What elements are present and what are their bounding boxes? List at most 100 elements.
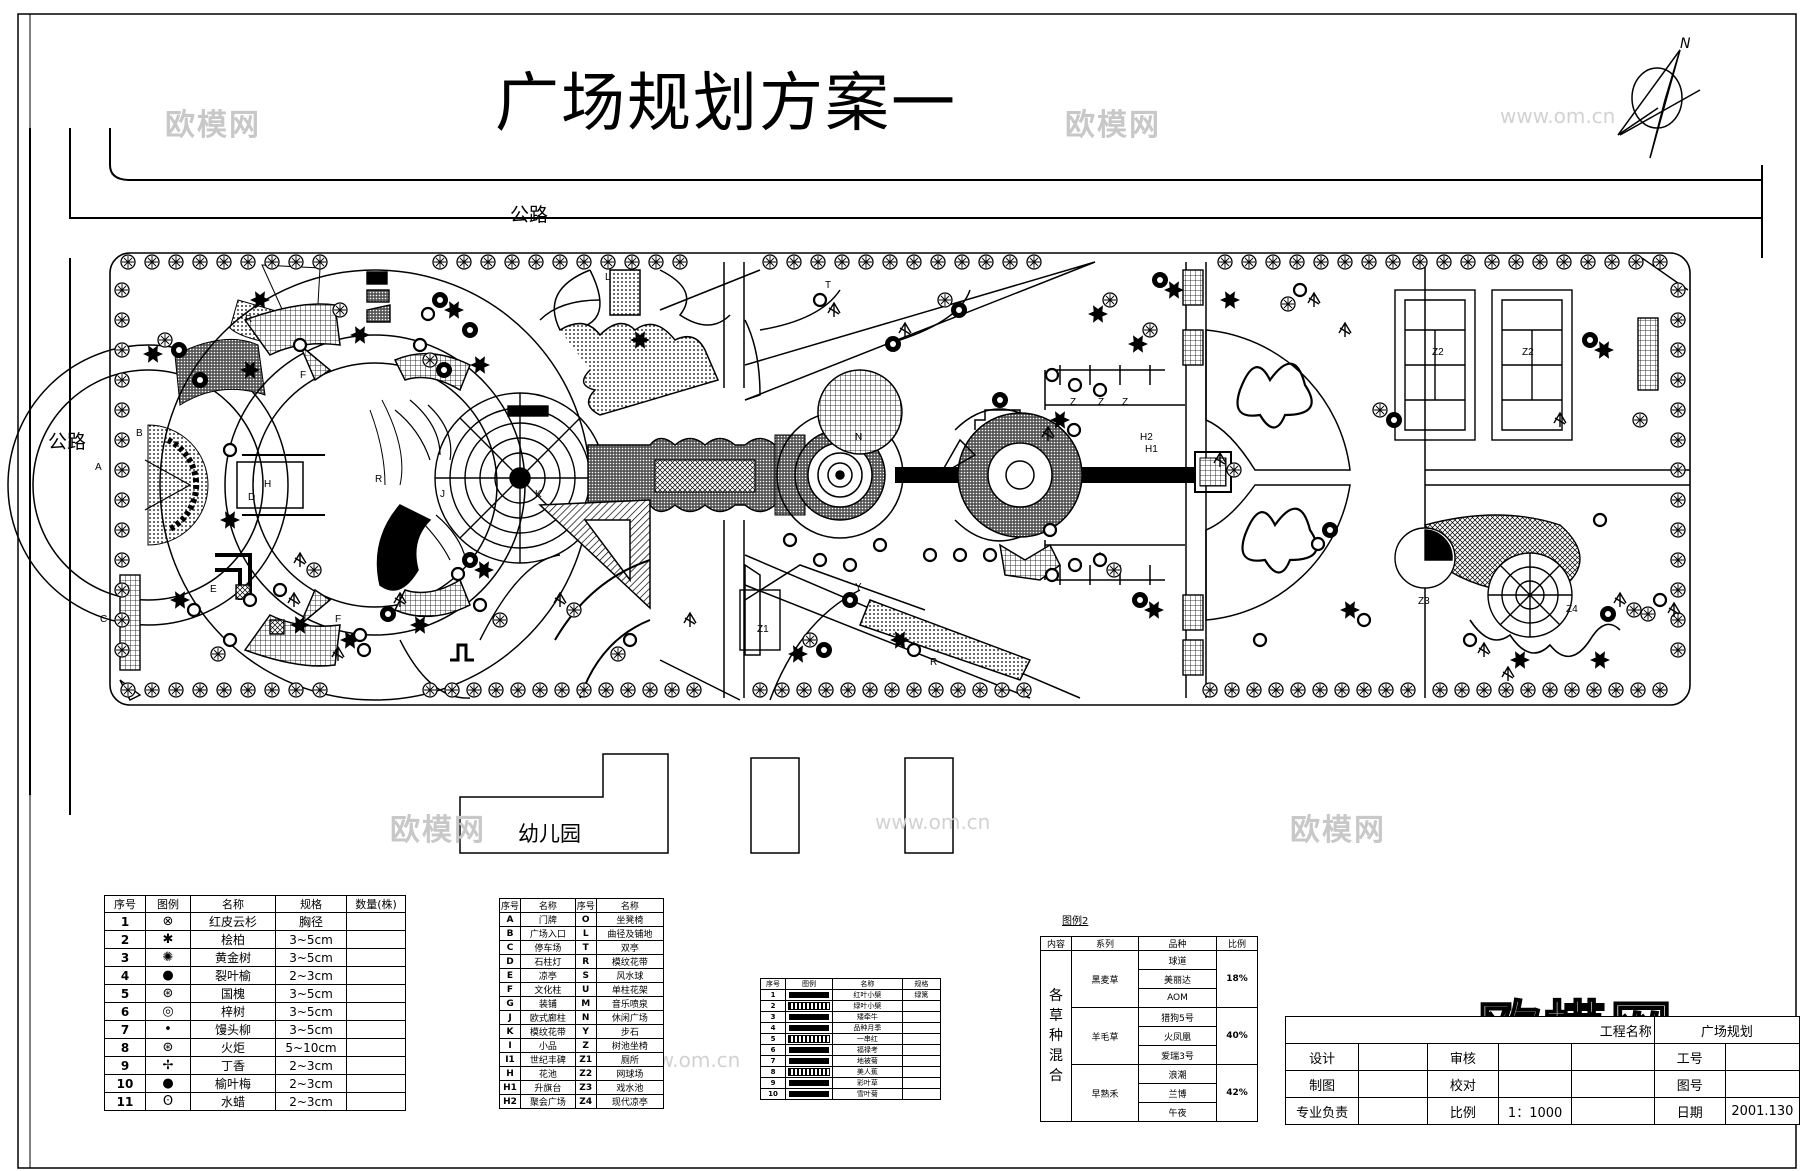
tree-symbol-icon xyxy=(114,312,130,328)
tree-symbol-icon xyxy=(352,627,368,643)
row-number: 2 xyxy=(760,1000,786,1012)
water-play-area xyxy=(1394,514,1621,658)
design-label: 设计 xyxy=(1284,1043,1360,1071)
review-label: 审核 xyxy=(1426,1043,1499,1071)
tree-symbol-icon xyxy=(683,611,697,627)
tree-symbol-icon xyxy=(576,682,592,698)
table-row: 1⊗红皮云杉胸径 xyxy=(104,912,406,931)
tree-symbol-icon xyxy=(412,337,428,353)
tree-symbol-icon xyxy=(842,592,858,608)
scale-value: 1：1000 xyxy=(1497,1097,1573,1125)
column-header: 序号 xyxy=(760,978,786,990)
pattern-swatch-icon xyxy=(789,992,829,998)
plant-spec: 3~5cm xyxy=(275,948,347,967)
tree-symbol-icon xyxy=(1608,682,1624,698)
code: A xyxy=(498,912,522,927)
tree-symbol-icon xyxy=(216,682,232,698)
tree-symbol-icon xyxy=(356,642,372,658)
tree-symbol-icon xyxy=(1400,682,1416,698)
plan-marker-label: B xyxy=(136,428,143,439)
gathering-plaza xyxy=(937,365,1185,585)
amphitheatre xyxy=(434,392,606,564)
title-block: 工程名称 广场规划 设计 审核 工号 制图 校对 图号 专业负责 比例 1：10… xyxy=(1284,1016,1800,1125)
column-header: 名称 xyxy=(832,978,903,990)
plant-spec: 胸径 xyxy=(275,912,347,931)
tree-symbol-icon xyxy=(818,682,834,698)
grass-content: 各草种混合 xyxy=(1040,950,1072,1122)
pattern-swatch-icon xyxy=(788,1002,830,1010)
tree-symbol-icon xyxy=(380,606,396,622)
table-header-row: 内容系列品种比例 xyxy=(1040,936,1258,951)
code: H2 xyxy=(498,1094,522,1109)
tree-symbol-icon xyxy=(1265,254,1281,270)
tree-symbol-icon xyxy=(120,254,136,270)
tree-symbol-icon xyxy=(114,432,130,448)
tree-symbol-icon xyxy=(1088,305,1108,323)
plant-count xyxy=(346,1074,406,1093)
tree-symbol-icon xyxy=(114,582,130,598)
tree-symbol-icon xyxy=(480,254,496,270)
tree-symbol-icon xyxy=(1670,552,1686,568)
legend-symbol-icon: ⊛ xyxy=(145,984,191,1003)
tennis-courts xyxy=(1394,289,1573,441)
code-name: 网球场 xyxy=(595,1066,665,1081)
plan-marker-label: Y xyxy=(855,582,862,593)
date-value: 2001.130 xyxy=(1724,1097,1800,1125)
column-header: 名称 xyxy=(190,895,276,913)
plan-marker-label: C xyxy=(100,614,107,625)
code: I xyxy=(498,1038,522,1053)
tree-symbol-icon xyxy=(937,292,953,308)
tree-symbol-icon xyxy=(1580,254,1596,270)
tree-symbol-icon xyxy=(1128,335,1148,353)
plan-marker-label: J xyxy=(440,489,445,500)
tree-symbol-icon xyxy=(1224,682,1240,698)
tree-symbol-icon xyxy=(222,632,238,648)
plan-marker-label: R xyxy=(930,657,937,668)
tree-symbol-icon xyxy=(1670,282,1686,298)
south-buildings xyxy=(459,753,954,854)
code-name: 休闲广场 xyxy=(595,1010,665,1025)
tree-symbol-icon xyxy=(332,302,348,318)
table-header-row: 序号图例名称规格 xyxy=(760,978,942,990)
plant-spec: 3~5cm xyxy=(275,1020,347,1039)
tree-symbol-icon xyxy=(240,254,256,270)
tree-symbol-icon xyxy=(168,682,184,698)
tree-symbol-icon xyxy=(168,254,184,270)
legend-symbol-icon: ◎ xyxy=(145,1002,191,1021)
tree-symbol-icon xyxy=(1670,492,1686,508)
tree-symbol-icon xyxy=(1501,665,1515,681)
tree-symbol-icon xyxy=(906,642,922,658)
plan-marker-label: F xyxy=(300,370,306,381)
tree-symbol-icon xyxy=(1280,296,1296,312)
swatch-icon xyxy=(785,1044,833,1056)
tree-symbol-icon xyxy=(1026,254,1042,270)
tree-symbol-icon xyxy=(1582,332,1598,348)
tree-symbol-icon xyxy=(842,557,858,573)
tree-symbol-icon xyxy=(293,551,307,567)
tree-symbol-icon xyxy=(810,254,826,270)
tree-symbol-icon xyxy=(600,254,616,270)
code-name: 坐凳椅 xyxy=(595,912,665,927)
tree-symbol-icon xyxy=(1334,682,1350,698)
plant-count xyxy=(346,912,406,931)
plant-name: 榆叶梅 xyxy=(190,1074,276,1093)
paths xyxy=(399,261,1096,701)
tree-symbol-icon xyxy=(264,254,280,270)
grass-variety: AOM xyxy=(1138,988,1217,1008)
row-number: 5 xyxy=(104,984,146,1003)
tree-symbol-icon xyxy=(762,254,778,270)
tree-symbol-icon xyxy=(114,642,130,658)
tree-symbol-icon xyxy=(1628,254,1644,270)
code-name: 双亭 xyxy=(595,940,665,955)
